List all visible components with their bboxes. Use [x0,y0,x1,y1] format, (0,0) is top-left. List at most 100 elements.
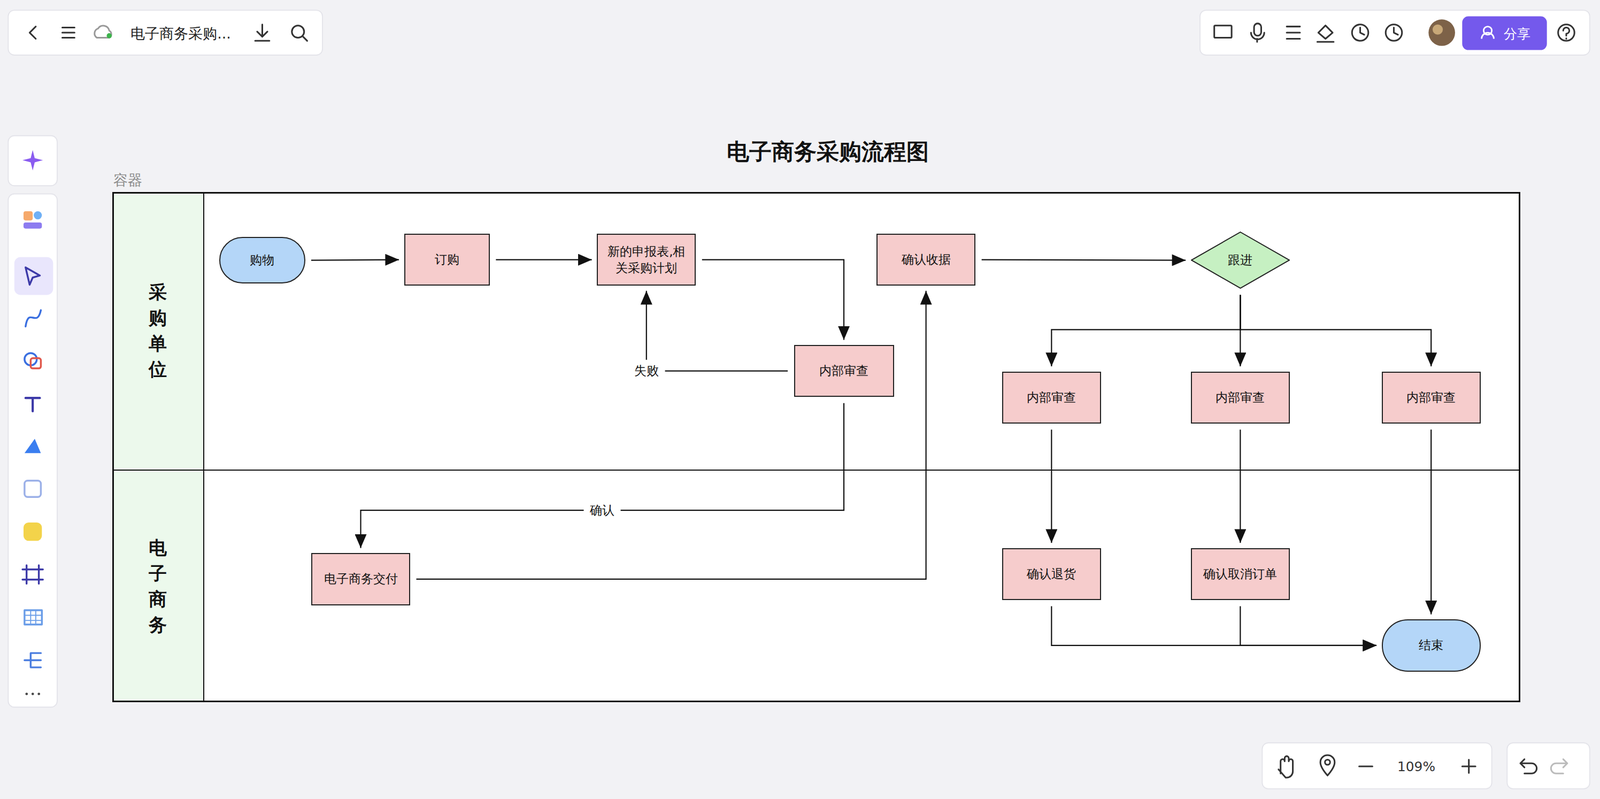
node-label: 确认退货 [1022,565,1081,583]
decision-diamond: 跟进 [1190,231,1290,289]
process-box: 内部审查 [1190,371,1290,424]
node-label: 订购 [430,251,464,268]
select-icon [25,267,41,285]
template-icon [23,211,33,221]
text-icon [25,397,41,412]
top-left-panel [8,10,323,56]
more-icon [26,692,40,696]
lane-title: 电子商务 [147,534,168,638]
mic-icon [1254,23,1261,36]
process-box: 确认取消订单 [1190,548,1290,600]
swimlane-lane: 电子商务 电子商务交付 确认退货 确认取消订单结束 [112,470,1521,703]
zoom-panel [1262,742,1492,789]
locate-icon [1325,759,1331,766]
process-box: 新的申报表,相关采购计划 [596,233,696,286]
node-label: 电子商务交付 [319,570,402,588]
flow-connector [1051,605,1377,645]
container-frame [112,191,1521,703]
file-name: 电子商务采购... [130,24,231,44]
table-icon [24,610,42,625]
history-icon [1393,27,1398,35]
lane-header: 采购单位 [112,191,205,470]
zoom-level: 109% [1397,758,1436,775]
download-icon [255,24,270,42]
search-icon [303,36,308,42]
back-icon [29,26,36,40]
undo-icon [1520,759,1537,774]
top-right-panel [1200,10,1590,56]
connector-icon [25,310,42,327]
mindmap-icon [24,652,42,668]
edge-label: 失败 [627,359,665,382]
terminal-pill: 结束 [1381,619,1481,672]
diamond-shape [1191,232,1290,289]
node-label: 新的申报表,相关采购计划 [597,243,695,277]
flow-connector [360,403,845,549]
image-icon [24,480,42,498]
swimlane-lane: 采购单位购物订购新的申报表,相关采购计划确认收据跟进内部审查内部审查内部审查内部… [112,191,1521,471]
present-icon [1214,25,1232,38]
lane-header: 电子商务 [112,470,205,703]
avatar [1428,19,1456,46]
flow-connector [311,259,399,261]
process-box: 确认收据 [876,233,976,286]
flow-connector [416,290,926,580]
flow-connector [1240,294,1432,367]
swimlane-container: 容器采购单位购物订购新的申报表,相关采购计划确认收据跟进内部审查内部审查内部审查… [112,191,1521,703]
timer-icon [1360,27,1365,35]
container-caption: 容器 [113,170,143,190]
edge-label: 确认 [583,498,621,522]
timer-icon [1351,24,1369,42]
toolbar-panel [8,194,58,708]
node-label: 内部审查 [1402,389,1460,406]
sticky-icon [23,522,42,541]
table-icon [24,610,42,625]
locate-icon [1320,755,1335,776]
search-icon [291,25,305,38]
hand-icon [1278,756,1294,778]
lane-title: 采购单位 [147,279,168,382]
flow-connector [495,259,592,261]
node-label: 内部审查 [1022,389,1081,406]
flow-connector [1240,605,1377,645]
mic-icon [1250,32,1265,42]
cloud-icon [94,25,112,38]
node-label: 跟进 [1224,251,1257,269]
template-icon [33,211,42,220]
ai-panel [8,135,58,186]
tool-selected [14,257,54,296]
flow-connector [702,259,844,341]
list-icon [1286,26,1300,40]
flow-connector [1051,294,1241,367]
share-icon [1481,26,1495,40]
history-icon [1385,24,1403,42]
flow-connector [1430,429,1432,614]
process-box: 内部审查 [794,344,895,397]
help-icon [1563,27,1569,40]
node-label: 结束 [1414,636,1448,654]
avatar [1432,24,1443,35]
process-box: 内部审查 [1002,371,1102,424]
terminal-pill: 购物 [219,236,305,284]
template-icon [23,222,42,229]
help-icon [1558,24,1575,42]
process-box: 确认退货 [1002,548,1102,600]
node-label: 确认取消订单 [1199,565,1282,583]
menu-icon [62,27,75,38]
frame-icon [22,565,43,584]
redo-icon [1550,759,1568,774]
flow-connector [646,290,788,372]
process-box: 电子商务交付 [311,552,411,605]
sync-dot [106,33,112,39]
share-text: 分享 [1503,24,1531,43]
undo-panel [1506,742,1590,789]
node-label: 内部审查 [1211,389,1269,406]
zoom-in-icon [1462,759,1476,774]
diagram-title: 电子商务采购流程图 [726,136,929,167]
node-label: 确认收据 [897,251,955,268]
node-label: 内部审查 [814,362,873,380]
pen-icon [24,438,42,453]
share-button [1462,16,1547,51]
